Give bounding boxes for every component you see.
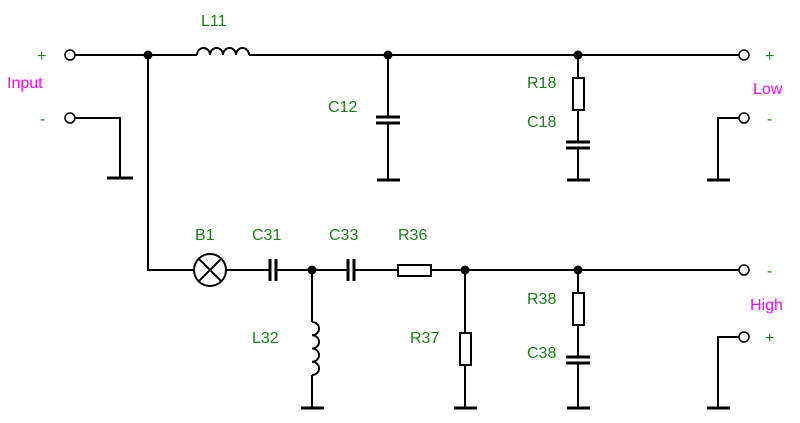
resistor-R18 bbox=[572, 77, 585, 111]
high-minus-sign: - bbox=[767, 263, 772, 280]
port-label-low: Low bbox=[753, 81, 783, 98]
label-R38: R38 bbox=[527, 291, 556, 308]
inductor-L11 bbox=[196, 47, 250, 56]
label-C12: C12 bbox=[328, 99, 357, 116]
label-L32: L32 bbox=[252, 330, 279, 347]
input-minus-sign: - bbox=[40, 111, 45, 128]
label-C18: C18 bbox=[527, 114, 556, 131]
port-label-input: Input bbox=[7, 75, 43, 92]
high-plus-sign: + bbox=[765, 330, 774, 347]
input-plus-sign: + bbox=[37, 48, 46, 65]
port-label-high: High bbox=[750, 297, 783, 314]
label-B1: B1 bbox=[195, 227, 215, 244]
inductor-L32 bbox=[311, 321, 321, 376]
label-R37: R37 bbox=[410, 330, 439, 347]
junction-dots bbox=[143, 50, 583, 275]
low-minus-sign: - bbox=[767, 111, 772, 128]
label-R18: R18 bbox=[527, 75, 556, 92]
resistor-R38 bbox=[572, 292, 585, 326]
label-R36: R36 bbox=[398, 227, 427, 244]
label-C33: C33 bbox=[329, 227, 358, 244]
resistor-R37 bbox=[459, 332, 472, 366]
low-plus-sign: + bbox=[765, 48, 774, 65]
terminals bbox=[64, 49, 750, 343]
label-L11: L11 bbox=[201, 13, 227, 30]
lamp-B1 bbox=[193, 253, 227, 287]
label-C31: C31 bbox=[252, 227, 281, 244]
resistor-R36 bbox=[397, 264, 432, 277]
label-C38: C38 bbox=[527, 345, 556, 362]
